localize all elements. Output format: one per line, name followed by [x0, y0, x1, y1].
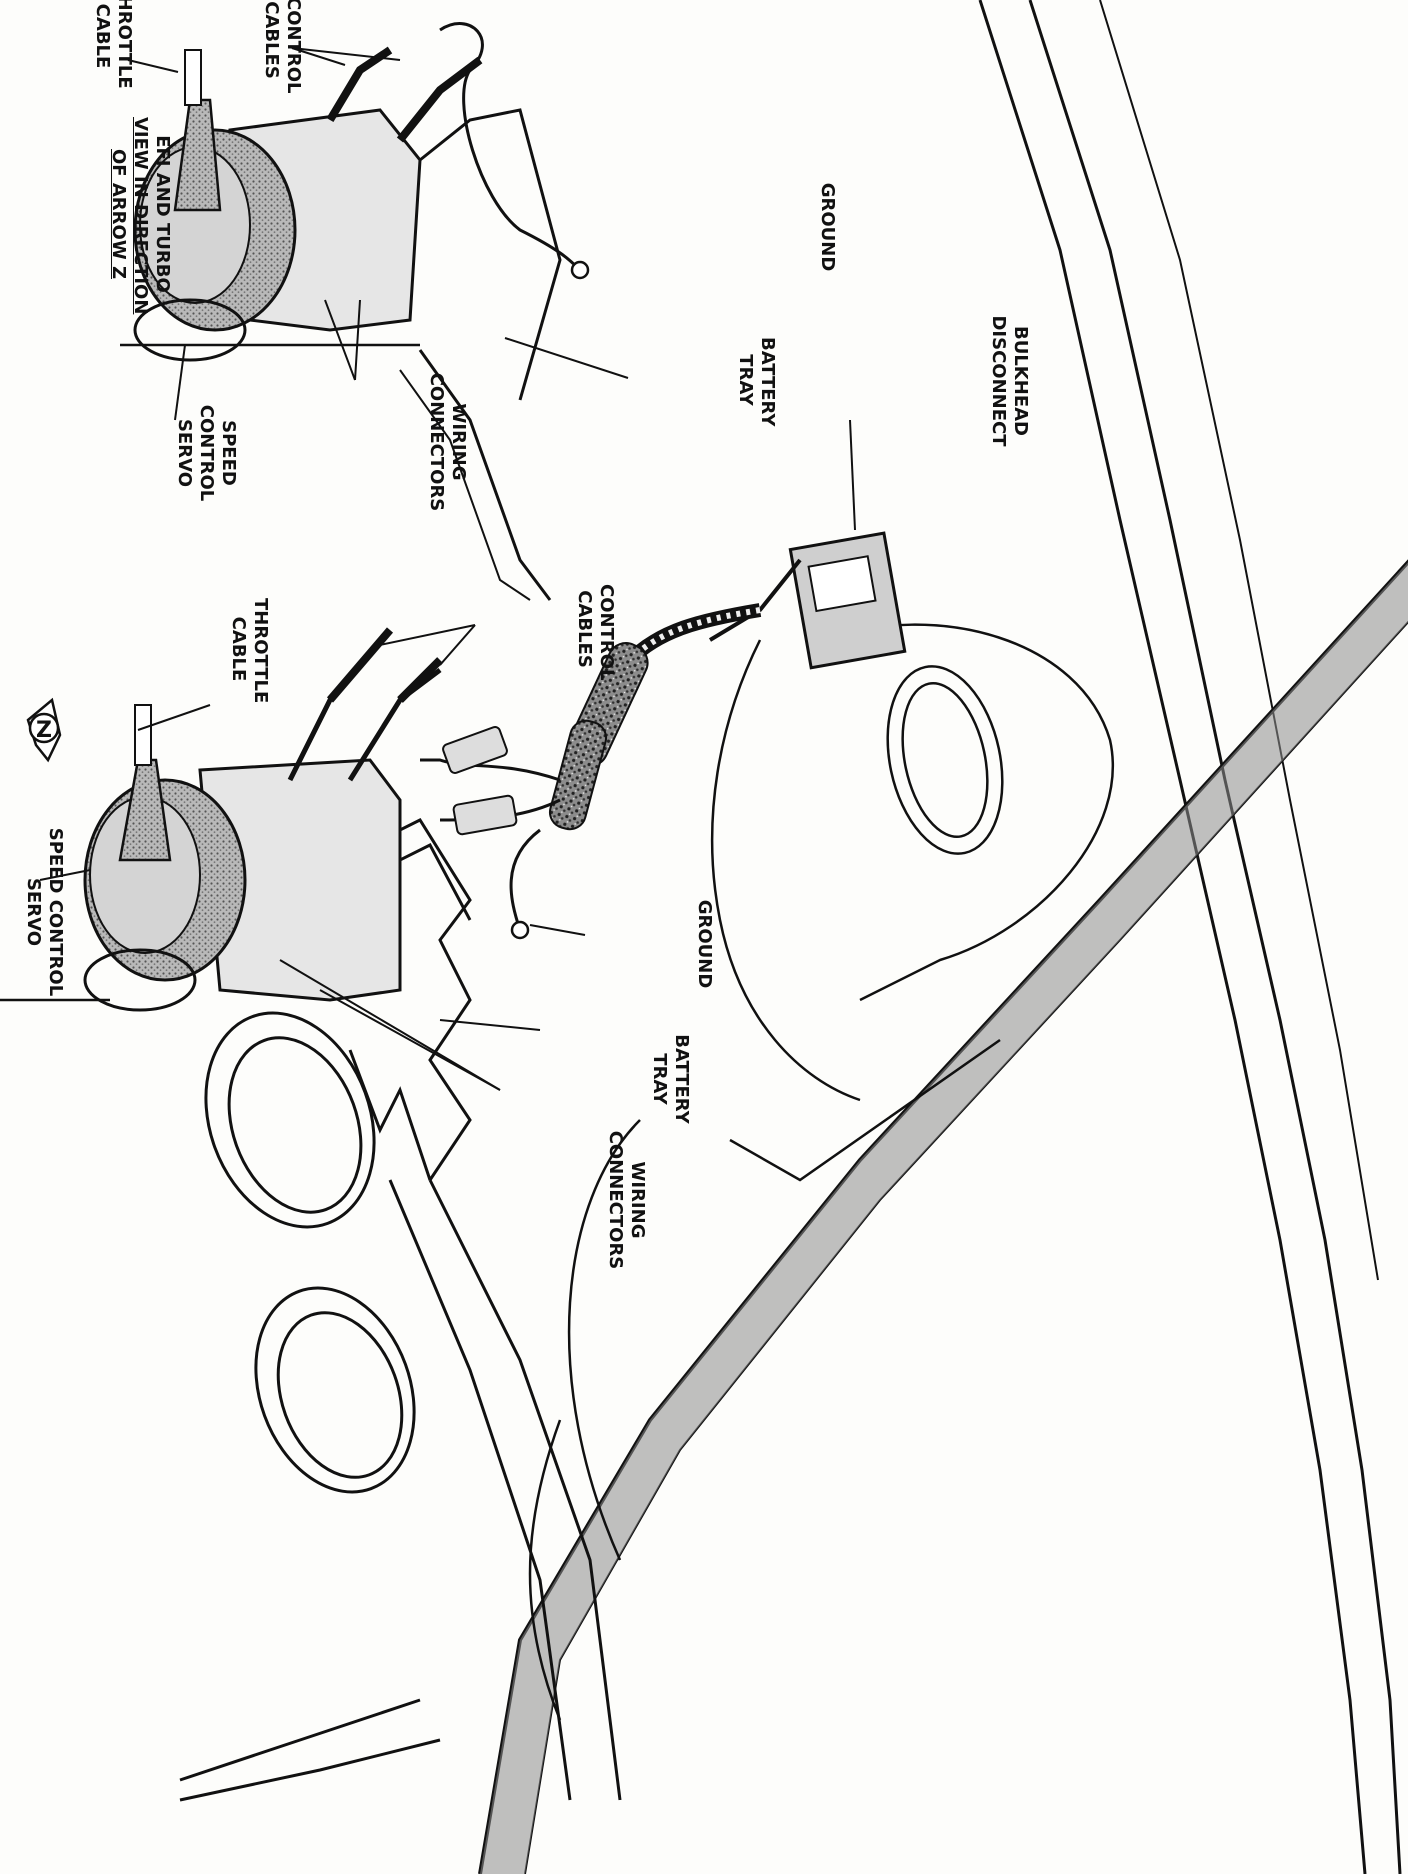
label-efi-turbo-view: EFI AND TURBO VIEW IN DIRECTION OF ARROW…: [108, 117, 173, 315]
label-speed-control-servo-bottom: SPEED CONTROL SERVO: [23, 827, 66, 997]
label-battery-tray-top: BATTERY TRAY: [735, 337, 778, 427]
fender-edge-shading: [480, 562, 1408, 1874]
bulkhead-disconnect-art: [708, 531, 907, 670]
label-bulkhead-disconnect: BULKHEAD DISCONNECT: [988, 315, 1031, 447]
label-wiring-connectors-top: WIRING CONNECTORS: [426, 372, 469, 512]
label-wiring-connectors-bottom: WIRING CONNECTORS: [605, 1130, 648, 1270]
label-ground-bottom: GROUND: [694, 899, 715, 989]
label-speed-control-servo-top: SPEED CONTROL SERVO: [174, 404, 239, 502]
leader-lines: [39, 47, 856, 1091]
view-arrow-z: Z: [26, 697, 62, 763]
label-control-cables-bottom: CONTROL CABLES: [574, 584, 617, 681]
headlight-rings: [179, 1011, 441, 1802]
wheelhouse: [528, 623, 1115, 1721]
wiring-harness: [420, 603, 762, 940]
speed-control-servo-top-art: [120, 22, 590, 601]
label-battery-tray-bottom: BATTERY TRAY: [649, 1034, 692, 1124]
fender-outline: [478, 0, 1408, 1874]
label-throttle-cable-top: THROTTLE CABLE: [92, 0, 135, 89]
battery-tray-bottom-art: [339, 818, 622, 1801]
speed-control-servo-bottom-art: [0, 627, 443, 1012]
label-ground-top: GROUND: [817, 182, 838, 272]
view-arrow-letter: Z: [36, 718, 52, 743]
label-control-cables-top: CONTROL CABLES: [261, 0, 304, 94]
label-throttle-cable-bottom: THROTTLE CABLE: [228, 598, 271, 704]
